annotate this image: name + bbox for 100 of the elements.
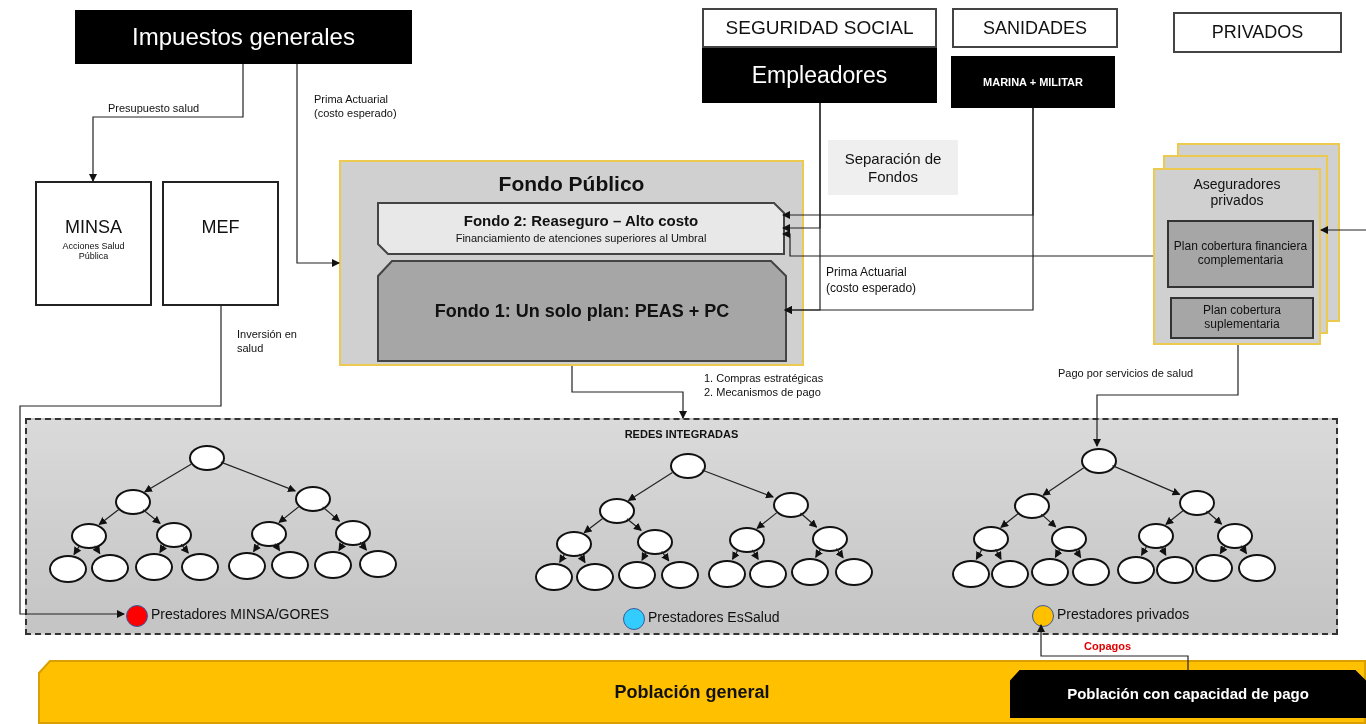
- box-title: Población general: [614, 681, 770, 703]
- population-band: [38, 660, 1366, 724]
- arrow: [661, 550, 670, 562]
- source-box: [951, 56, 1115, 108]
- box-title: Fondo 1: Un solo plan: PEAS + PC: [434, 300, 730, 322]
- arrow: [1239, 545, 1247, 555]
- box-subtitle: Acciones Salud Pública: [61, 240, 126, 262]
- network-node: [618, 561, 656, 589]
- arrow: [583, 517, 604, 534]
- institution-box: [162, 181, 279, 306]
- box-title: MINSA: [65, 217, 122, 238]
- network-node: [1156, 556, 1194, 584]
- network-node: [335, 520, 371, 546]
- arrow: [835, 547, 844, 559]
- annotation-text: Prima Actuarial (costo esperado): [826, 265, 918, 297]
- source-box: [702, 48, 937, 103]
- arrow: [1042, 467, 1085, 496]
- arrow: [571, 365, 687, 419]
- network-node: [773, 492, 809, 518]
- legend-label: Prestadores privados: [1057, 605, 1190, 624]
- header-box: [1173, 12, 1342, 53]
- network-node: [535, 563, 573, 591]
- edge-label: Pago por servicios de salud: [1058, 366, 1194, 381]
- network-node: [49, 555, 87, 583]
- network-node: [749, 560, 787, 588]
- box-title: Fondo Público: [498, 172, 645, 197]
- network-node: [1138, 523, 1174, 549]
- arrow: [1037, 624, 1189, 671]
- arrow: [1054, 548, 1063, 558]
- network-node: [1014, 493, 1050, 519]
- arrow: [144, 463, 192, 493]
- arrow: [1320, 226, 1366, 234]
- network-node: [314, 551, 352, 579]
- arrow: [701, 469, 774, 499]
- plan-box: [1167, 220, 1314, 288]
- header-box: [702, 8, 937, 48]
- box-title: SANIDADES: [983, 17, 1087, 39]
- arrow: [89, 63, 244, 182]
- network-node: [556, 531, 592, 557]
- arrow: [1219, 545, 1228, 555]
- arrow: [1073, 548, 1082, 559]
- arrow: [756, 512, 778, 529]
- network-node: [91, 554, 129, 582]
- network-node: [295, 486, 331, 512]
- network-node: [251, 521, 287, 547]
- network-node: [135, 553, 173, 581]
- network-node: [791, 558, 829, 586]
- network-node: [670, 453, 706, 479]
- network-node: [1081, 448, 1117, 474]
- box-title: Fondo 2: Reaseguro – Alto costo: [463, 212, 699, 230]
- edge-label: Copagos: [1084, 639, 1132, 654]
- network-node: [1072, 558, 1110, 586]
- network-node: [1051, 526, 1087, 552]
- fund-container: [339, 160, 804, 366]
- arrow: [142, 509, 161, 524]
- box-title: Población con capacidad de pago: [1067, 685, 1309, 703]
- plan-box: [1170, 297, 1314, 339]
- network-node: [1179, 490, 1215, 516]
- arrow: [1165, 510, 1184, 525]
- box-title: Aseguradores privados: [1192, 176, 1282, 209]
- network-node: [729, 527, 765, 553]
- arrow: [577, 553, 586, 564]
- arrow: [1040, 513, 1057, 528]
- population-box: [1010, 670, 1366, 718]
- network-node: [228, 552, 266, 580]
- network-node: [1217, 523, 1253, 549]
- arrow: [731, 549, 740, 560]
- legend-swatch: [623, 608, 645, 630]
- arrow: [92, 545, 101, 555]
- box-title: Impuestos generales: [132, 23, 355, 51]
- network-panel: [25, 418, 1338, 635]
- box-subtitle: Financiamiento de atenciones superiores al Umbral: [455, 232, 707, 245]
- arrow: [253, 543, 261, 553]
- arrow: [782, 230, 1154, 257]
- source-box: [75, 10, 412, 64]
- network-node: [181, 553, 219, 581]
- network-node: [952, 560, 990, 588]
- arrow: [358, 541, 367, 551]
- network-node: [156, 522, 192, 548]
- network-node: [661, 561, 699, 589]
- box-title: Plan cobertura financiera complementaria: [1172, 240, 1309, 268]
- network-node: [1238, 554, 1276, 582]
- network-node: [973, 526, 1009, 552]
- network-node: [271, 551, 309, 579]
- network-node: [576, 563, 614, 591]
- arrow: [1000, 513, 1019, 528]
- edge-label: Presupuesto salud: [108, 101, 200, 116]
- legend-swatch: [1032, 605, 1054, 627]
- institution-box: [35, 181, 152, 306]
- arrow: [1158, 545, 1167, 556]
- arrow: [19, 305, 222, 618]
- legend-label: Prestadores MINSA/GORES: [151, 605, 330, 624]
- arrow: [751, 549, 759, 561]
- arrow: [98, 508, 120, 526]
- arrow: [627, 471, 674, 502]
- arrow: [322, 506, 341, 522]
- box-title: SEGURIDAD SOCIAL: [725, 17, 914, 39]
- box-title: PRIVADOS: [1211, 22, 1304, 43]
- arrow: [180, 543, 189, 554]
- arrow: [626, 518, 642, 531]
